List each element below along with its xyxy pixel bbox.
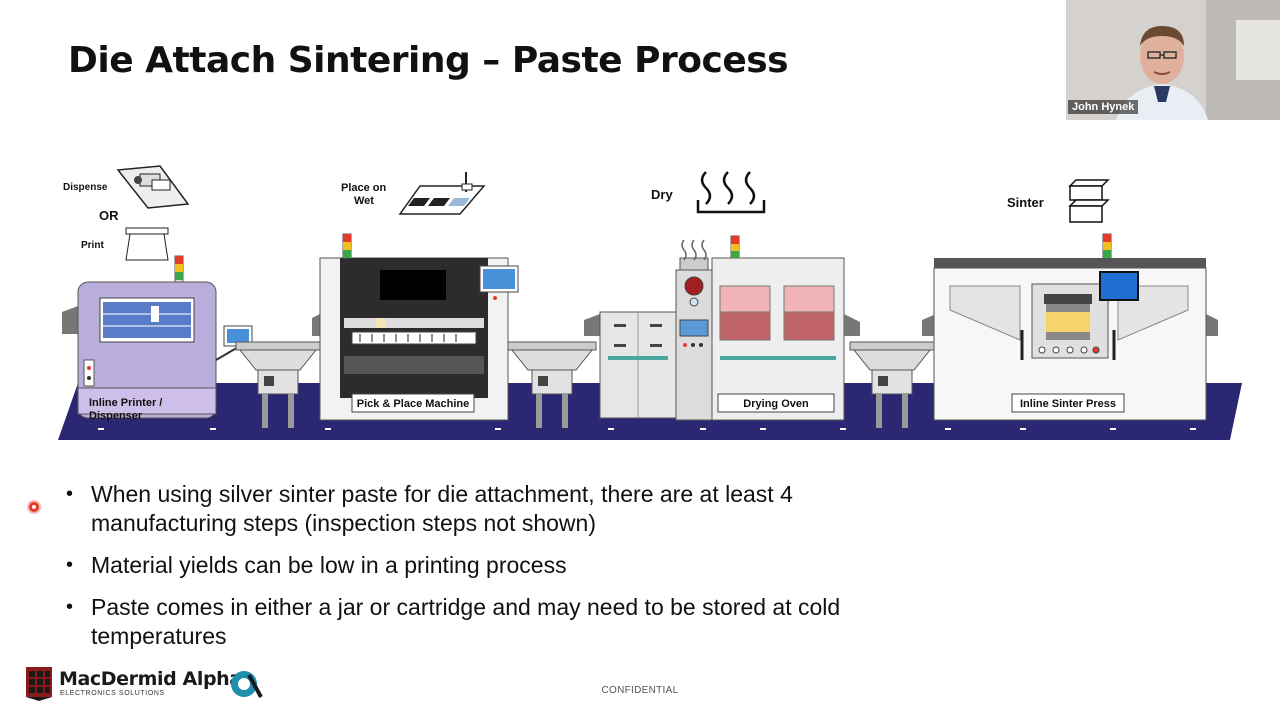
heat-waves-icon bbox=[696, 171, 766, 214]
place-on-wet-label-2: Wet bbox=[354, 195, 374, 207]
place-on-wet-label-1: Place on bbox=[341, 182, 387, 194]
logo-name: MacDermid Alpha bbox=[59, 668, 242, 690]
conveyor-3 bbox=[844, 314, 935, 428]
bullet-item-1: When using silver sinter paste for die a… bbox=[64, 480, 864, 538]
print-label: Print bbox=[81, 240, 104, 251]
dispense-label: Dispense bbox=[63, 182, 108, 193]
slide-title: Die Attach Sintering – Paste Process bbox=[68, 40, 789, 81]
dispense-icon bbox=[116, 165, 190, 209]
pick-place-label: Pick & Place Machine bbox=[357, 398, 470, 410]
laser-pointer-icon bbox=[29, 502, 39, 512]
bullet-item-2: Material yields can be low in a printing… bbox=[64, 551, 864, 580]
pick-place-machine bbox=[312, 233, 519, 421]
printer-label-1: Inline Printer / bbox=[89, 397, 162, 409]
print-stencil-icon bbox=[125, 227, 169, 261]
participant-name: John Hynek bbox=[1068, 100, 1139, 114]
drying-oven-label: Drying Oven bbox=[743, 398, 809, 410]
sinter-press-machine bbox=[922, 233, 1218, 421]
conveyor-2 bbox=[507, 341, 597, 428]
bullet-list: When using silver sinter paste for die a… bbox=[64, 480, 864, 664]
company-logo: MacDermid Alpha ELECTRONICS SOLUTIONS bbox=[26, 665, 266, 703]
printer-label-2: Dispenser bbox=[89, 410, 143, 422]
printer-machine bbox=[62, 255, 253, 419]
logo-mark-icon bbox=[26, 667, 52, 701]
process-diagram: Dispense OR Print Place on Wet Dry Sinte… bbox=[58, 165, 1242, 440]
drying-oven-machine bbox=[584, 235, 845, 421]
logo-subtitle: ELECTRONICS SOLUTIONS bbox=[60, 690, 165, 697]
place-on-wet-icon bbox=[398, 172, 486, 215]
confidential-footer: CONFIDENTIAL bbox=[601, 685, 679, 696]
sinter-label: Sinter bbox=[1007, 195, 1044, 210]
alpha-symbol-icon bbox=[231, 671, 263, 698]
participant-avatar bbox=[1066, 0, 1280, 120]
bullet-item-3: Paste comes in either a jar or cartridge… bbox=[64, 593, 864, 651]
participant-video[interactable]: John Hynek bbox=[1066, 0, 1280, 120]
press-icon bbox=[1068, 179, 1110, 223]
or-label: OR bbox=[99, 208, 119, 223]
conveyor-1 bbox=[235, 341, 321, 428]
sinter-press-label: Inline Sinter Press bbox=[1020, 398, 1116, 410]
dry-label: Dry bbox=[651, 187, 673, 202]
